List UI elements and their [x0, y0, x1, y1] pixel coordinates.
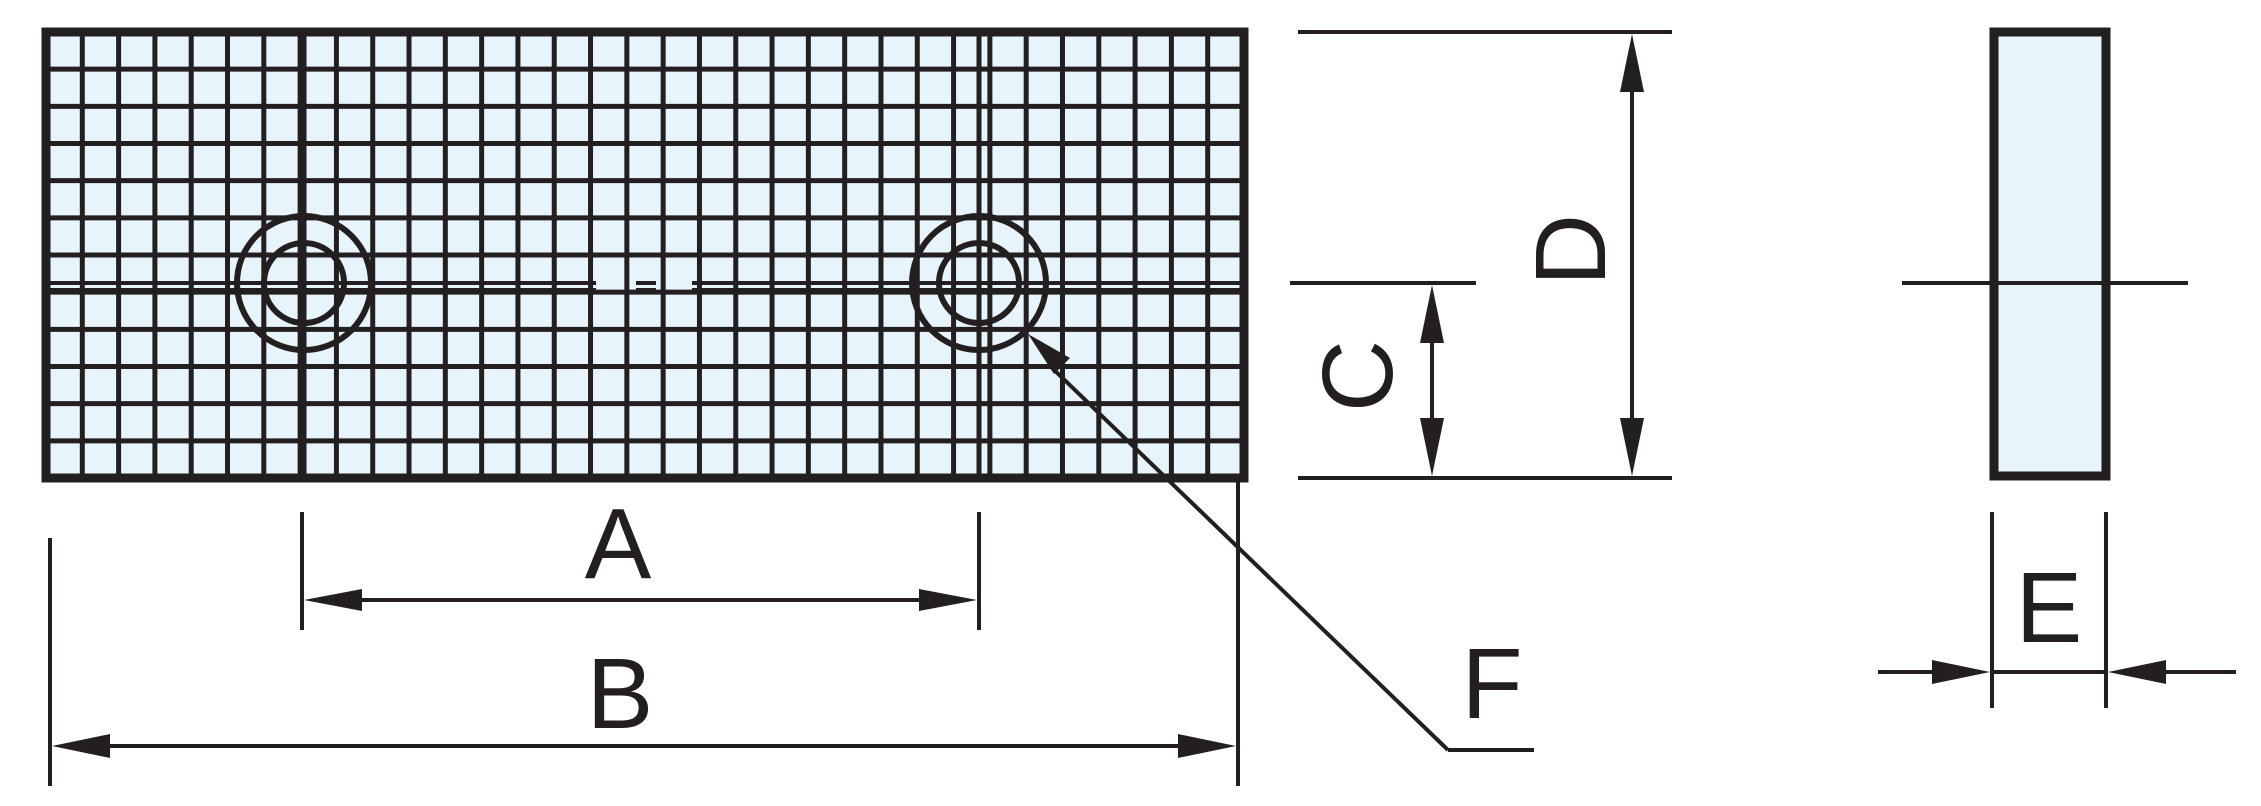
side-view — [1902, 27, 2188, 481]
grid-lines — [46, 32, 1244, 478]
plate-outline — [41, 27, 1249, 483]
dimension-label-e: E — [2016, 552, 2083, 664]
dimension-label-a: A — [585, 488, 652, 600]
dimension-e — [1878, 512, 2236, 708]
dimension-d — [1298, 30, 1672, 480]
hole-axes — [301, 34, 982, 476]
dimension-a — [300, 512, 981, 630]
mounting-hole-right — [909, 213, 1049, 353]
front-view — [41, 27, 1249, 483]
dimension-label-c: C — [1302, 340, 1414, 412]
dimension-label-d: D — [1515, 214, 1627, 286]
dimension-label-b: B — [587, 638, 654, 750]
side-view-body — [1989, 27, 2111, 481]
dimension-c — [1290, 281, 1476, 476]
dimension-b — [48, 478, 1240, 786]
mounting-hole-left — [234, 213, 374, 353]
center-line — [48, 281, 1242, 292]
leader-f — [1028, 334, 1534, 752]
dimension-label-f: F — [1461, 628, 1522, 740]
